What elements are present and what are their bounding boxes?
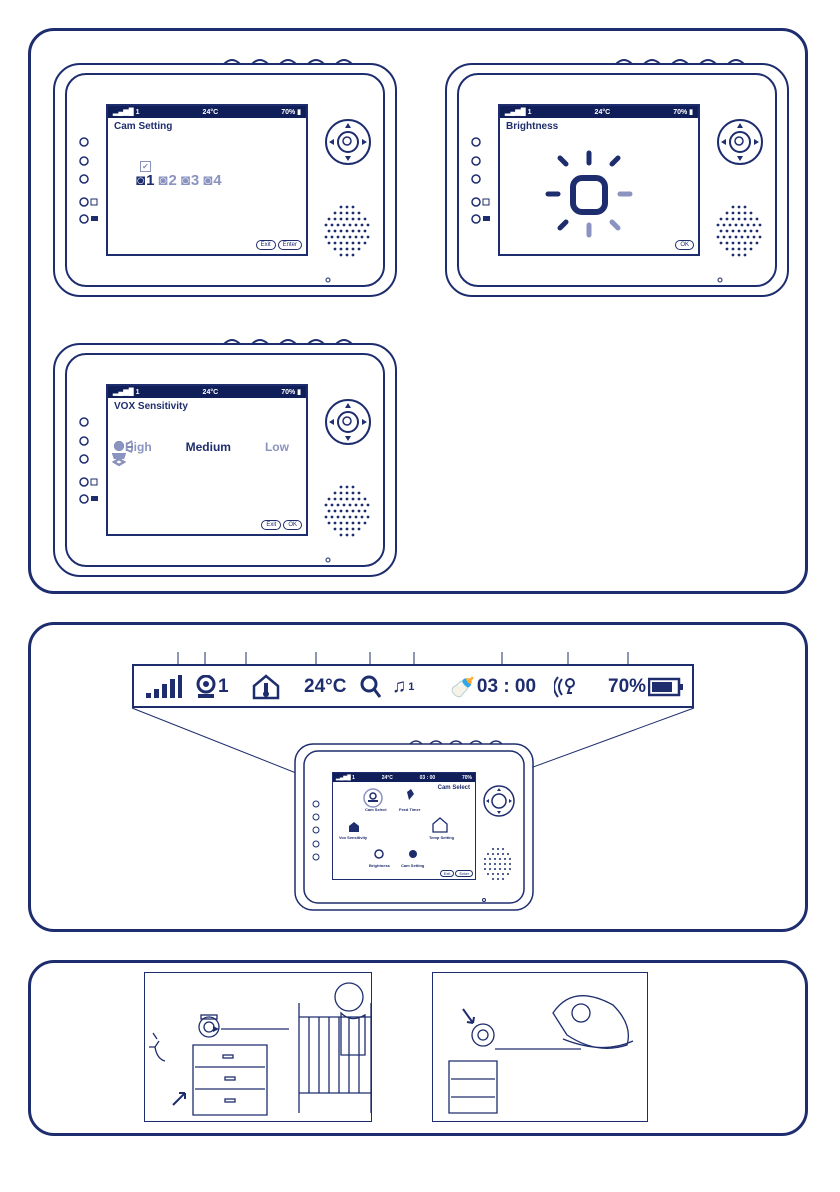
lcd-signal-cam: ▂▄▆█ 1	[113, 108, 140, 116]
lcd-cam-number: 1	[528, 109, 532, 116]
exit-softkey[interactable]: Exit	[440, 870, 455, 877]
lcd-temperature: 24°C	[203, 109, 219, 116]
checkbox-icon[interactable]: ✔	[140, 161, 151, 172]
lcd-temperature: 24°C	[382, 775, 393, 781]
camera-list: ◙1 ◙2 ◙3 ◙4	[136, 172, 222, 189]
camera-icon	[196, 675, 216, 699]
enlarged-status-bar: 1 24°C ♫ 1 🍼 03 : 00 70%	[132, 664, 694, 708]
lcd-temperature: 24°C	[595, 109, 611, 116]
bouncer-placement-illustration	[432, 972, 648, 1122]
battery-level: 70%	[608, 676, 646, 698]
feed-timer: 03 : 00	[477, 676, 536, 698]
camera-icon: ◙	[136, 172, 145, 189]
monitor-brightness: ▂▄▆█ 1 24°C 70% ▮ Brightness OK	[444, 58, 790, 298]
lcd-status-bar: ▂▄▆█ 1 24°C 70% ▮	[108, 386, 306, 398]
ok-softkey[interactable]: OK	[283, 520, 302, 530]
zoom-icon	[360, 674, 382, 700]
vox-option-label: Medium	[186, 440, 231, 454]
softkey-bar: Exit Enter	[440, 870, 473, 877]
baby-crying-icon	[108, 440, 134, 470]
screen-title: Cam Setting	[114, 121, 306, 132]
battery-indicator: 70%	[608, 674, 684, 700]
menu-item-cam-setting[interactable]: Cam Setting	[401, 863, 424, 868]
camera-icon: ◙	[181, 172, 190, 189]
temperature-reading: 24°C	[304, 674, 346, 700]
camera-option-1[interactable]: ◙1	[136, 172, 154, 189]
lcd-status-bar: ▂▄▆█ 1 24°C 70% ▮	[500, 106, 698, 118]
lcd-cam-number: 1	[136, 109, 140, 116]
camera-icon: ◙	[158, 172, 167, 189]
feed-timer-indicator: 🍼 03 : 00	[450, 674, 536, 700]
menu-item-temp-setting[interactable]: Temp Setting	[429, 835, 454, 840]
camera-icon: ◙	[203, 172, 212, 189]
softkey-bar: OK	[675, 240, 694, 250]
monitor-main-menu: ▂▄▆█ 1 24°C 03 : 00 70% Cam Select Cam S…	[294, 740, 534, 912]
signal-strength-icon	[146, 674, 182, 700]
camera-option-3[interactable]: ◙3	[181, 172, 199, 189]
camera-option-4[interactable]: ◙4	[203, 172, 221, 189]
lcd-screen: ▂▄▆█ 1 24°C 03 : 00 70% Cam Select Cam S…	[332, 772, 476, 880]
camera-number: 1	[218, 676, 229, 698]
lcd-signal-cam: ▂▄▆█ 1	[336, 775, 355, 781]
enter-softkey[interactable]: Enter	[278, 240, 302, 250]
menu-item-cam-select[interactable]: Cam Select	[365, 807, 387, 812]
lullaby-indicator: ♫ 1	[392, 674, 414, 700]
lcd-screen: ▂▄▆█ 1 24°C 70% ▮ VOX Sensitivity High M…	[106, 384, 308, 536]
monitor-vox-sensitivity: ▂▄▆█ 1 24°C 70% ▮ VOX Sensitivity High M…	[52, 338, 398, 578]
music-note-icon: ♫	[392, 676, 406, 698]
enter-softkey[interactable]: Enter	[455, 870, 473, 877]
baby-bottle-icon: 🍼	[450, 675, 475, 700]
lcd-battery: 70% ▮	[281, 388, 301, 396]
lcd-battery-level: 70%	[673, 109, 687, 116]
lcd-temperature: 24°C	[203, 389, 219, 396]
lcd-cam-number: 1	[136, 389, 140, 396]
lullaby-number: 1	[408, 681, 414, 693]
lcd-battery: 70% ▮	[673, 108, 693, 116]
camera-indicator: 1	[196, 674, 229, 700]
bouncer-scene	[433, 973, 649, 1123]
lcd-screen: ▂▄▆█ 1 24°C 70% ▮ Brightness OK	[498, 104, 700, 256]
lcd-battery: 70% ▮	[281, 108, 301, 116]
ok-softkey[interactable]: OK	[675, 240, 694, 250]
menu-item-feed-timer[interactable]: Feed Timer	[399, 807, 420, 812]
lcd-battery: 70%	[462, 775, 472, 781]
temperature-alert-icon	[252, 674, 280, 700]
lcd-battery-level: 70%	[281, 389, 295, 396]
vox-option-low[interactable]: Low	[265, 440, 289, 454]
camera-option-2[interactable]: ◙2	[158, 172, 176, 189]
lcd-signal-cam: ▂▄▆█ 1	[113, 388, 140, 396]
monitor-cam-setting: ▂▄▆█ 1 24°C 70% ▮ Cam Setting ✔ ◙1 ◙2 ◙3…	[52, 58, 398, 298]
screen-title: VOX Sensitivity	[114, 401, 306, 412]
lcd-battery-level: 70%	[281, 109, 295, 116]
crib-scene	[145, 973, 373, 1123]
softkey-bar: Exit Enter	[256, 240, 302, 250]
talk-icon	[554, 674, 578, 700]
lcd-feed-timer: 03 : 00	[420, 775, 436, 781]
exit-softkey[interactable]: Exit	[261, 520, 281, 530]
lcd-status-bar: ▂▄▆█ 1 24°C 03 : 00 70%	[333, 773, 475, 782]
menu-item-vox-sensitivity[interactable]: Vox Sensitivity	[339, 835, 367, 840]
brightness-sun-icon	[500, 118, 700, 256]
lcd-screen: ▂▄▆█ 1 24°C 70% ▮ Cam Setting ✔ ◙1 ◙2 ◙3…	[106, 104, 308, 256]
crib-placement-illustration	[144, 972, 372, 1122]
battery-icon	[648, 677, 684, 697]
vox-option-medium[interactable]: Medium	[186, 440, 231, 454]
vox-option-label: Low	[265, 440, 289, 454]
softkey-bar: Exit OK	[261, 520, 302, 530]
vox-level-options: High Medium Low	[108, 440, 306, 454]
lcd-status-bar: ▂▄▆█ 1 24°C 70% ▮	[108, 106, 306, 118]
exit-softkey[interactable]: Exit	[256, 240, 276, 250]
menu-item-brightness[interactable]: Brightness	[369, 863, 390, 868]
lcd-signal-cam: ▂▄▆█ 1	[505, 108, 532, 116]
